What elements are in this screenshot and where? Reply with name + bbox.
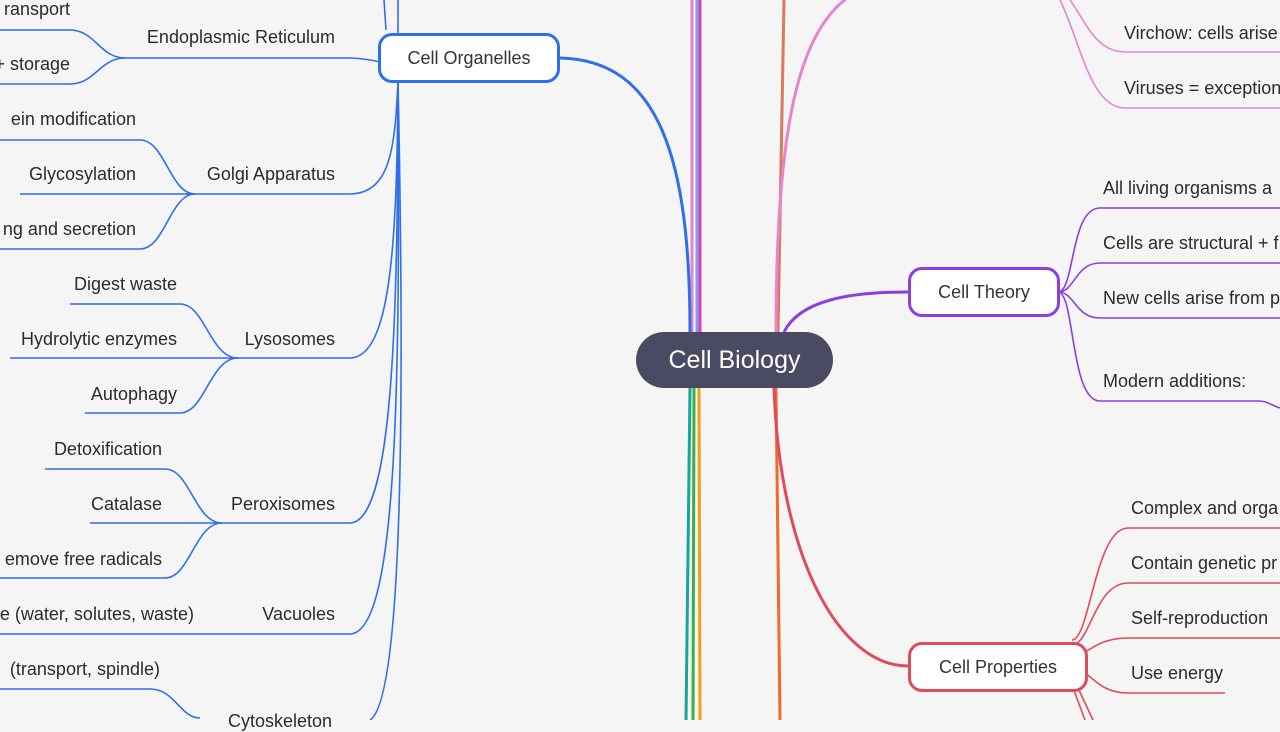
branch-cell-properties[interactable]: Cell Properties [908,642,1088,692]
leaf-er-transport[interactable]: ransport [3,0,70,19]
topic-vacuoles[interactable]: Vacuoles [262,604,335,624]
leaf-golgi-packaging-secretion[interactable]: ng and secretion [2,219,136,239]
leaf-er-storage[interactable]: + storage [0,54,70,74]
leaf-prop-use-energy[interactable]: Use energy [1131,663,1224,683]
leaf-lysosome-autophagy[interactable]: Autophagy [90,384,177,404]
leaf-golgi-protein-modification[interactable]: ein modification [10,109,136,129]
branch-cell-organelles[interactable]: Cell Organelles [378,33,560,83]
branch-cell-organelles-label: Cell Organelles [407,47,531,68]
branch-cell-theory[interactable]: Cell Theory [908,267,1060,317]
root-node[interactable]: Cell Biology [636,332,833,388]
leaf-viruses-exception[interactable]: Viruses = exception [1124,78,1280,98]
leaf-prop-complex-organized[interactable]: Complex and orga [1131,498,1279,518]
leaf-prop-self-reproduction[interactable]: Self-reproduction [1131,608,1269,628]
leaf-vacuole-storage[interactable]: e (water, solutes, waste) [0,604,194,624]
topic-cytoskeleton[interactable]: Cytoskeleton [228,711,333,731]
leaf-theory-structural-functional[interactable]: Cells are structural + f [1103,233,1279,253]
leaf-theory-modern-additions[interactable]: Modern additions: [1103,371,1247,391]
topic-lysosomes[interactable]: Lysosomes [244,329,335,349]
leaf-virchow[interactable]: Virchow: cells arise [1124,23,1278,43]
leaf-peroxisome-free-radicals[interactable]: emove free radicals [4,549,162,569]
leaf-theory-all-living[interactable]: All living organisms a [1103,178,1273,198]
leaf-lysosome-digest-waste[interactable]: Digest waste [73,274,177,294]
branch-cell-theory-label: Cell Theory [938,281,1030,302]
leaf-prop-genetic-program[interactable]: Contain genetic pr [1131,553,1278,573]
leaf-cytoskeleton-microtubules[interactable]: (transport, spindle) [9,659,160,679]
leaf-golgi-glycosylation[interactable]: Glycosylation [28,164,136,184]
topic-peroxisomes[interactable]: Peroxisomes [230,494,335,514]
leaf-peroxisome-detoxification[interactable]: Detoxification [53,439,162,459]
leaf-theory-new-cells[interactable]: New cells arise from p [1103,288,1280,308]
topic-golgi-apparatus[interactable]: Golgi Apparatus [206,164,335,184]
branch-cell-properties-label: Cell Properties [938,656,1058,677]
leaf-lysosome-hydrolytic-enzymes[interactable]: Hydrolytic enzymes [20,329,177,349]
leaf-peroxisome-catalase[interactable]: Catalase [90,494,162,514]
topic-endoplasmic-reticulum[interactable]: Endoplasmic Reticulum [146,27,335,47]
